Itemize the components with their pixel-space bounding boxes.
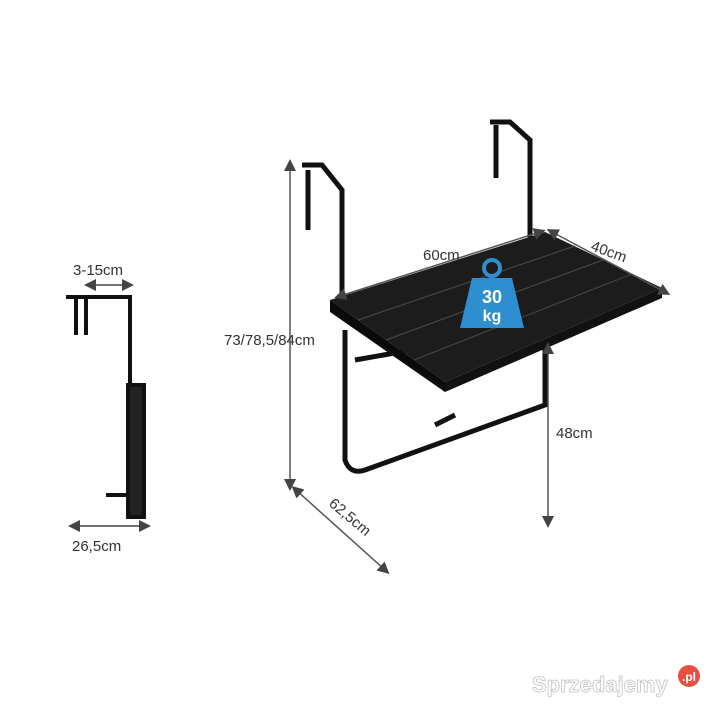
weight-unit: kg: [483, 308, 502, 325]
width-arrow: [334, 228, 546, 300]
watermark-brand: Sprzedajemy: [532, 672, 668, 697]
height-label: 73/78,5/84cm: [224, 332, 315, 349]
width-label: 60cm: [423, 247, 460, 264]
folded-side-view: [66, 295, 146, 519]
clamp-range-label: 3-15cm: [73, 262, 123, 279]
diagonal-depth-arrow: [291, 485, 390, 575]
watermark: Sprzedajemy .pl: [532, 665, 700, 697]
watermark-tld: .pl: [682, 670, 696, 684]
depth-arrow: [546, 229, 671, 295]
table-height-label: 48cm: [556, 425, 593, 442]
diagonal-depth-label: 62,5cm: [325, 495, 374, 540]
folded-depth-label: 26,5cm: [72, 538, 121, 555]
weight-value: 30: [482, 287, 502, 307]
